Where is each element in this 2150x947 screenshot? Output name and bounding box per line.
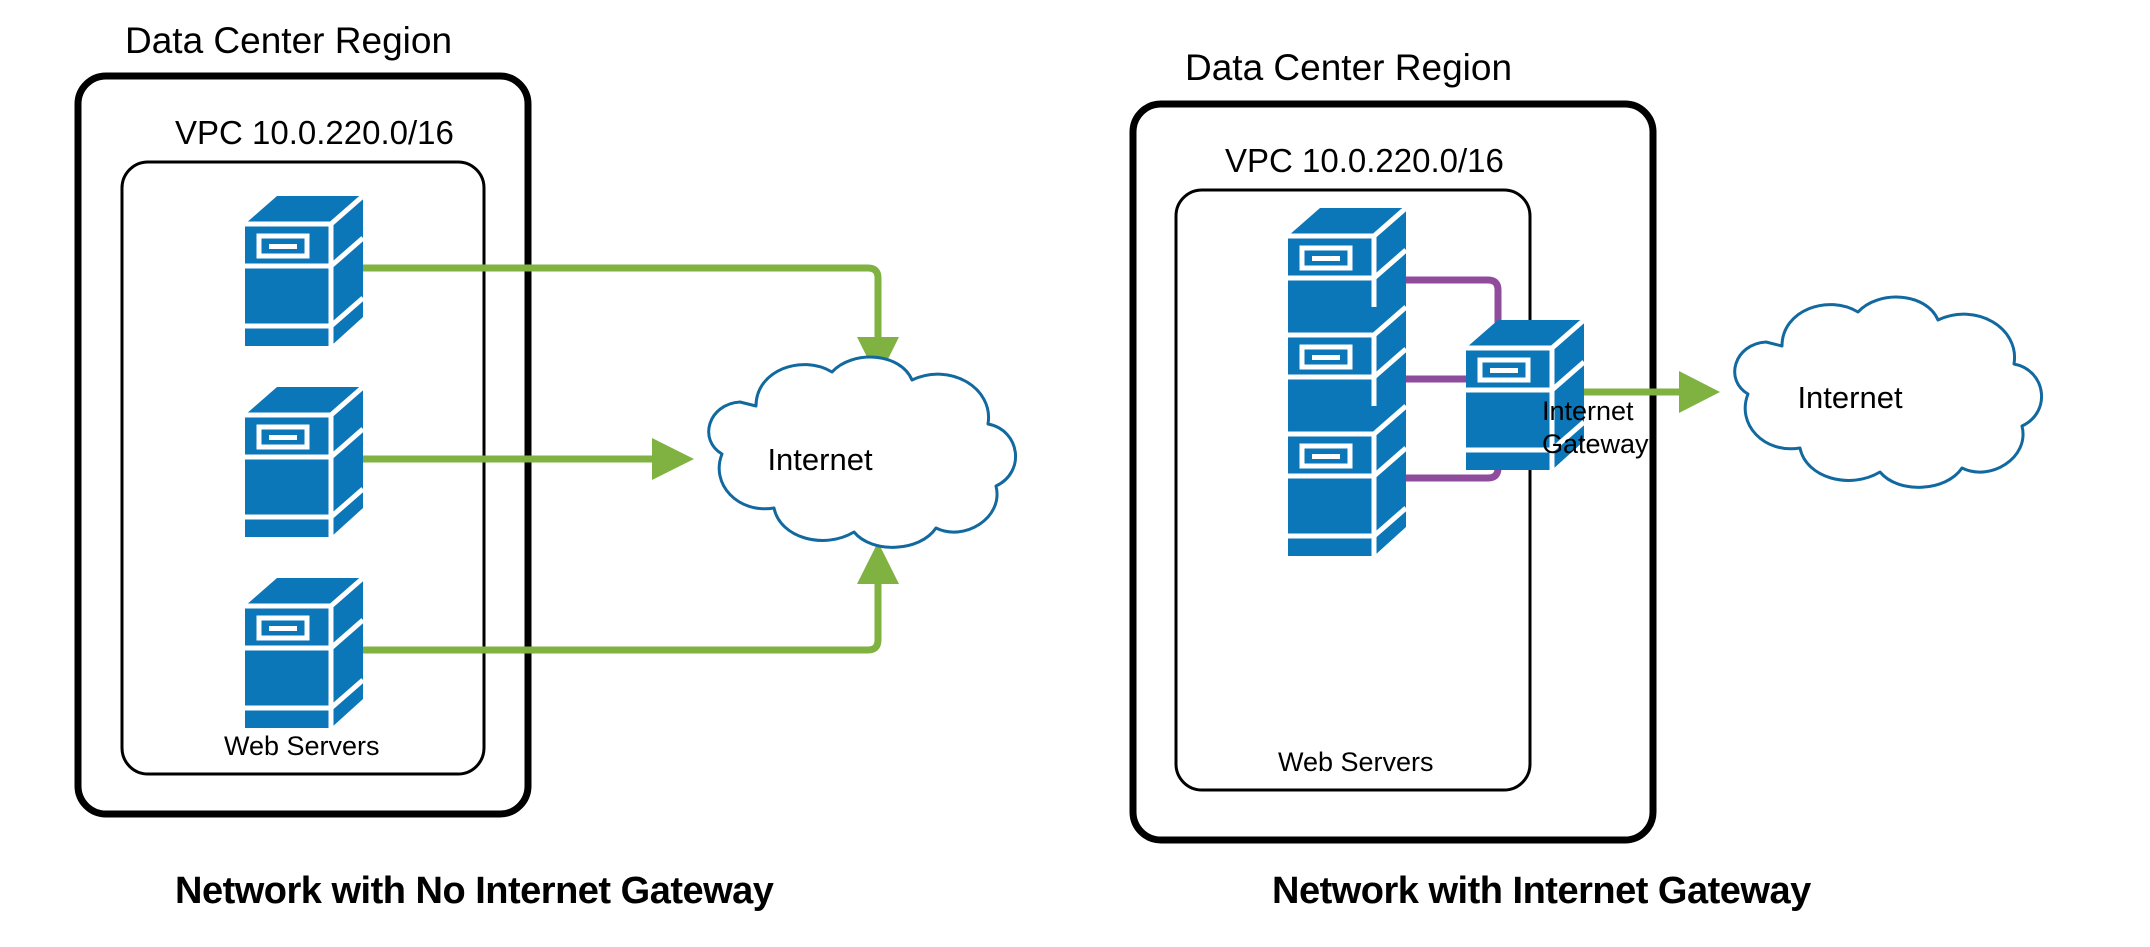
region-label: Data Center Region [1185,47,1512,88]
web-server-3[interactable] [1288,406,1406,556]
data-center-region-box [1129,100,1657,844]
gateway-label-line1: Internet [1542,396,1634,426]
vpc-label: VPC 10.0.220.0/16 [175,114,454,151]
web-server-3[interactable] [245,578,363,728]
cloud-label: Internet [1797,380,1903,415]
internet-cloud[interactable]: Internet [707,355,1018,549]
connection-group-green [1573,371,1720,413]
web-server-1[interactable] [245,196,363,346]
internet-cloud[interactable]: Internet [1733,295,2044,489]
vpc-label: VPC 10.0.220.0/16 [1225,142,1504,179]
arrowhead-right [1679,371,1720,413]
panel-caption-right: Network with Internet Gateway [1272,870,1811,912]
subnet-label: Web Servers [224,731,380,761]
arrowhead-up [857,542,899,584]
subnet-label: Web Servers [1278,747,1434,777]
web-server-2[interactable] [245,387,363,537]
vpc-subnet-box [1174,188,1532,792]
region-label: Data Center Region [125,20,452,61]
data-center-region-box [74,72,532,818]
vpc-subnet-box [120,160,486,776]
connection-server3-to-internet [348,578,882,654]
connection-server1-to-internet [348,264,882,343]
panel-left: Data Center Region VPC 10.0.220.0/16 [74,20,1018,912]
connection-group-green [348,264,899,654]
arrowhead-right [652,438,694,480]
connection-server1-to-gateway [1391,276,1502,330]
panel-right: Data Center Region VPC 10.0.220.0/16 [1129,47,2044,912]
panel-caption-left: Network with No Internet Gateway [175,870,774,912]
cloud-label: Internet [767,442,873,477]
gateway-label-line2: Gateway [1542,429,1649,459]
